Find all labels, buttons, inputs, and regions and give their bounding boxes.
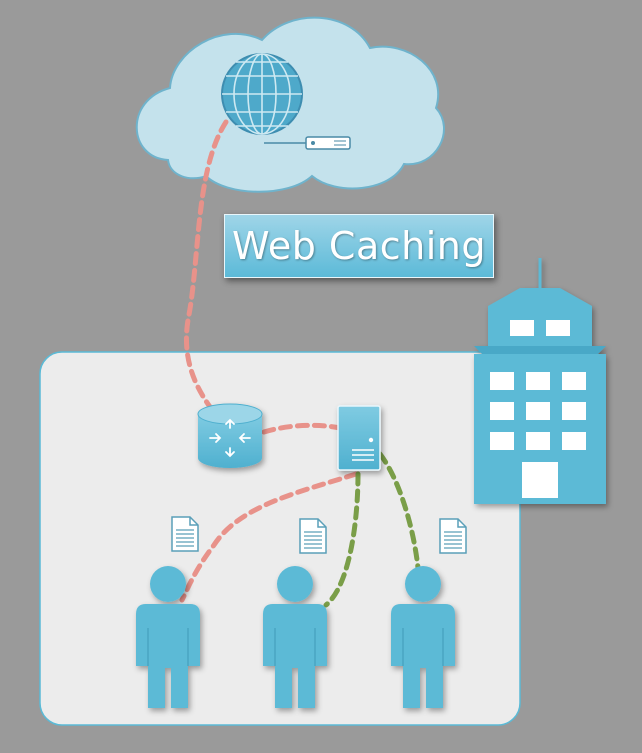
globe-icon xyxy=(221,53,303,135)
link-proxy-to-user-middle xyxy=(323,471,361,608)
document-icon xyxy=(171,516,199,552)
server-icon xyxy=(337,405,381,471)
building-icon xyxy=(474,258,606,504)
link-proxy-to-user-left xyxy=(179,471,359,603)
link-proxy-to-user-right xyxy=(377,451,421,571)
title-box: Web Caching xyxy=(224,214,494,278)
modem-icon xyxy=(264,136,351,150)
link-router-to-internet xyxy=(184,119,229,421)
document-icon xyxy=(439,518,467,554)
diagram-title: Web Caching xyxy=(232,224,486,268)
link-router-to-proxy xyxy=(261,422,343,435)
router-icon xyxy=(197,403,263,468)
document-icon xyxy=(299,518,327,554)
